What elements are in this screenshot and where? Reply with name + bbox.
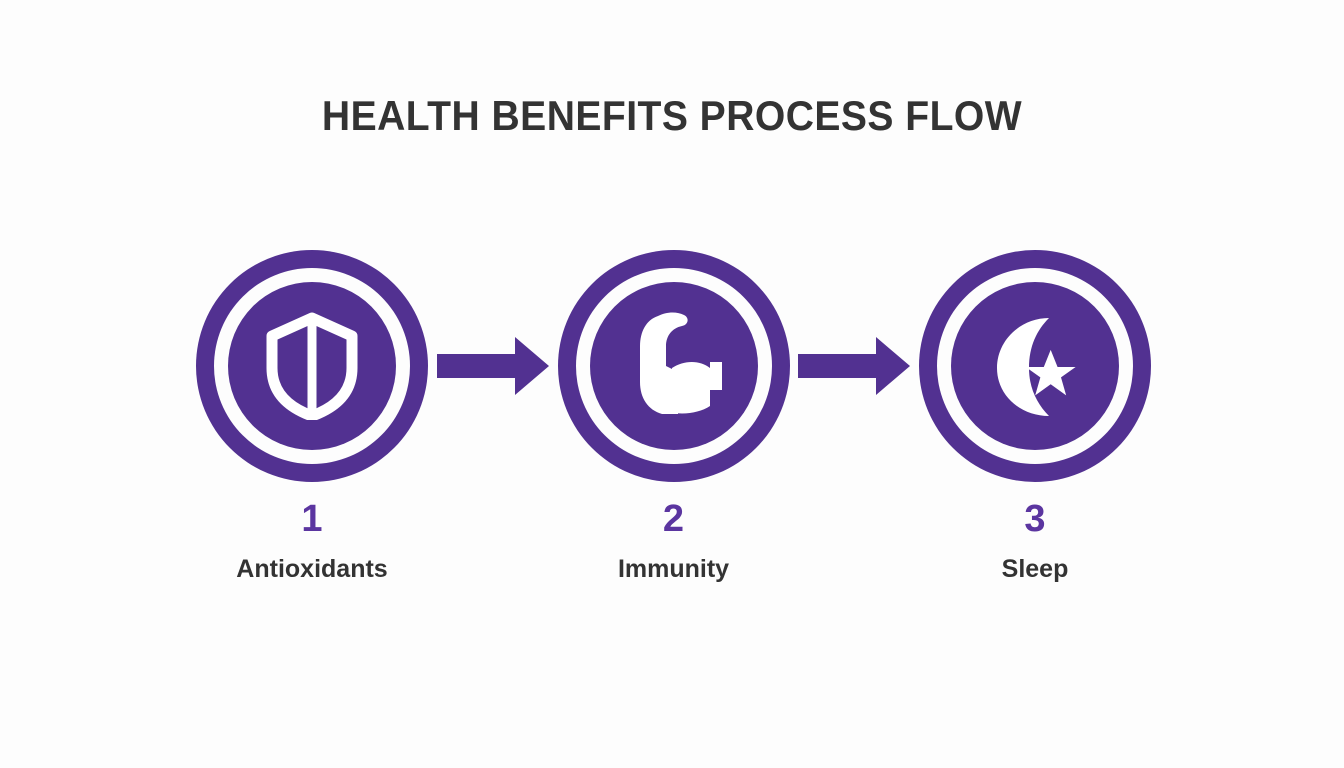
step-3-label: Sleep [1001,555,1069,583]
step-2-number: 2 [662,498,685,540]
step-captions-row: 1 Antioxidants 2 Immunity 3 Sleep [196,497,1151,585]
step-3-number: 3 [1024,498,1046,540]
step-3-caption: 3 Sleep [919,497,1151,585]
process-flow-row [196,250,1151,482]
step-2-caption: 2 Immunity [558,497,790,585]
shield-icon [264,312,360,420]
step-2-label: Immunity [617,555,730,583]
caption-spacer-1 [437,497,549,585]
flow-connector-1 [436,336,549,396]
arrow-right-icon [798,337,911,395]
step-1-label: Antioxidants [236,555,388,583]
caption-spacer-2 [798,497,910,585]
flexed-bicep-icon [622,310,726,422]
arrow-right-icon [436,337,549,395]
flow-connector-2 [798,336,911,396]
step-1-number: 1 [301,498,323,540]
flow-step-2[interactable] [557,250,790,482]
step-1-caption: 1 Antioxidants [196,497,428,585]
step-3-icon-disc [951,282,1119,450]
flow-step-3[interactable] [919,250,1151,482]
flow-step-1[interactable] [196,250,428,482]
step-2-icon-disc [589,282,758,450]
page-title: HEALTH BENEFITS PROCESS FLOW [321,92,1023,139]
crescent-moon-star-icon [981,312,1089,420]
step-1-icon-disc [228,282,396,450]
